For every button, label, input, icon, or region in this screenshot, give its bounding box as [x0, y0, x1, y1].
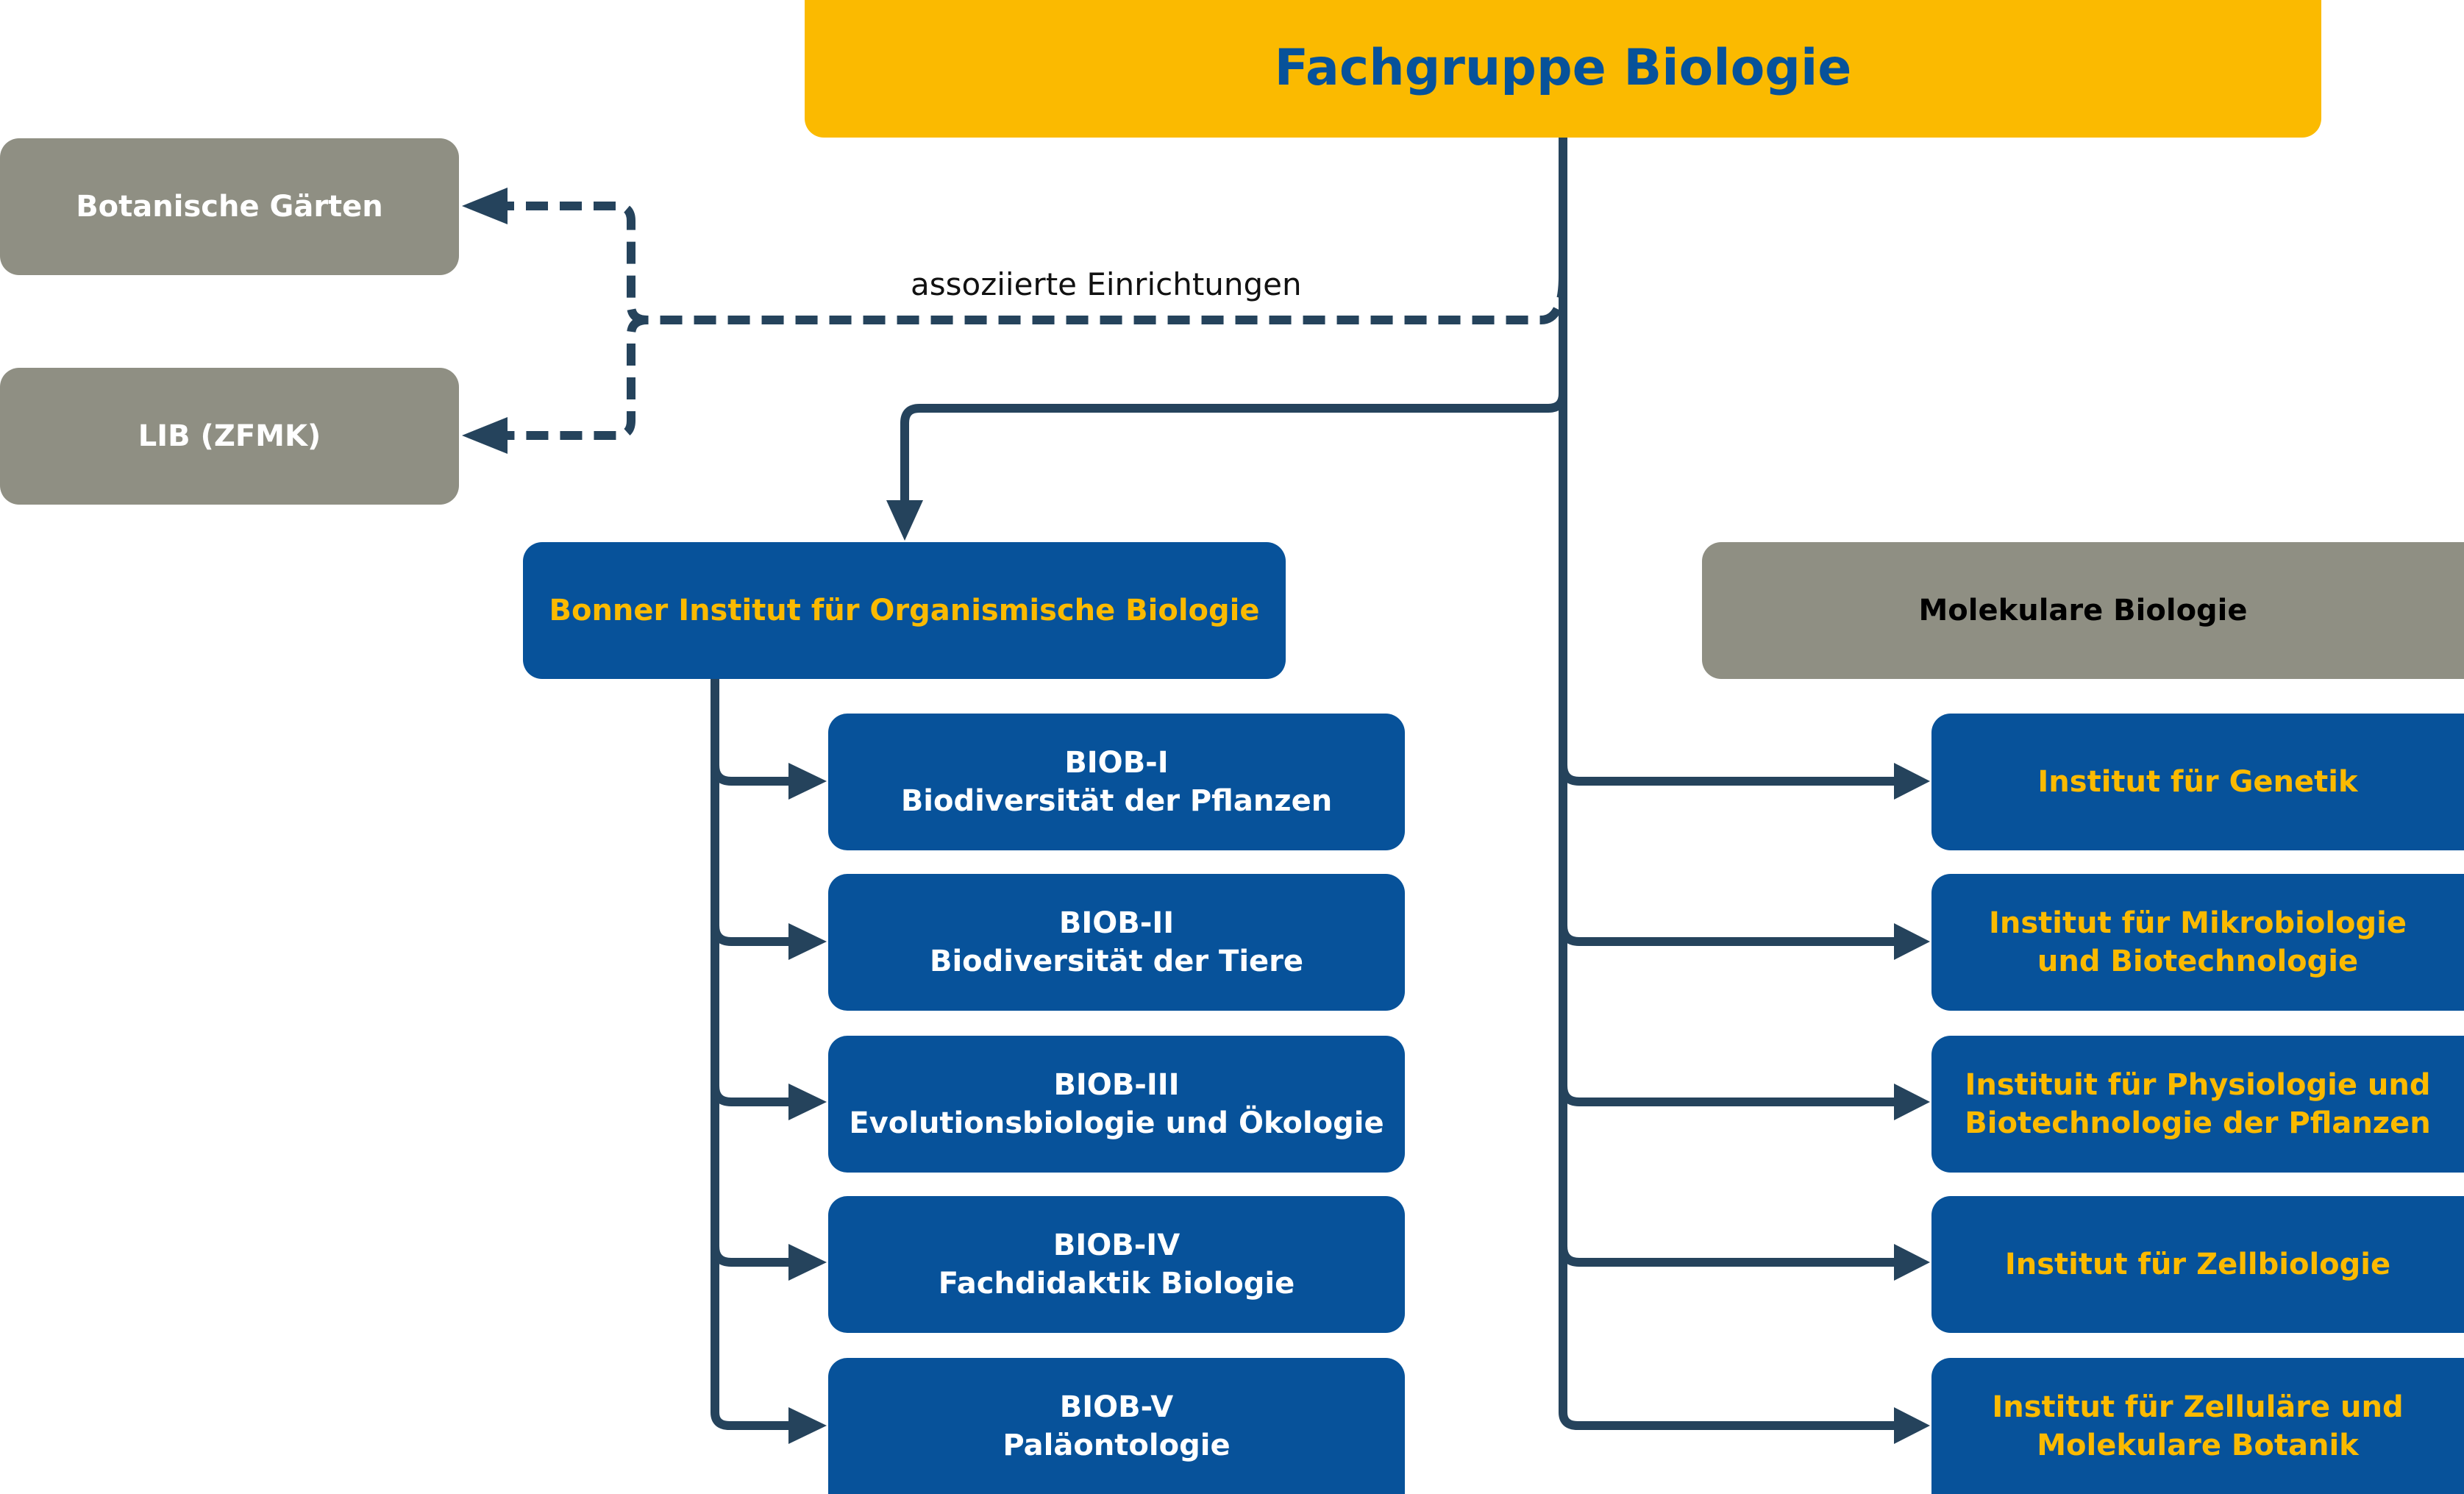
arrow-head-physiologie — [1894, 1084, 1930, 1120]
department-biob-5: BIOB-V Paläontologie — [828, 1358, 1405, 1494]
arrow-head-biob-3 — [788, 1084, 827, 1120]
arrow-head-zellbiologie — [1894, 1244, 1930, 1281]
institute-line2: und Biotechnologie — [2037, 945, 2359, 978]
institute-genetik: Institut für Genetik — [1931, 714, 2464, 850]
branch-physiologie — [1559, 1085, 1894, 1106]
department-biob-2: BIOB-II Biodiversität der Tiere — [828, 874, 1405, 1011]
associated-node-label: LIB (ZFMK) — [138, 419, 321, 453]
bonner-trunk-line — [711, 679, 788, 1430]
branch-biob-1 — [711, 764, 788, 786]
branch-zellbiologie — [1559, 1245, 1894, 1267]
institute-line2: Biotechnologie der Pflanzen — [1965, 1106, 2431, 1140]
associated-node-lib: LIB (ZFMK) — [0, 368, 459, 505]
dashed-associated-lib — [508, 316, 648, 440]
organismic-title: Bonner Institut für Organismische Biolog… — [549, 594, 1260, 627]
institute-line1: Institut für Mikrobiologie — [1989, 906, 2407, 940]
arrow-head-lib — [462, 417, 508, 454]
department-name: Evolutionsbiologie und Ökologie — [849, 1106, 1384, 1140]
branch-bonner — [900, 393, 1567, 500]
arrow-head-biob-4 — [788, 1244, 827, 1281]
department-code: BIOB-IV — [1053, 1228, 1181, 1262]
institute-mikrobiologie: Institut für Mikrobiologie und Biotechno… — [1931, 874, 2464, 1011]
department-biob-3: BIOB-III Evolutionsbiologie und Ökologie — [828, 1036, 1405, 1173]
department-code: BIOB-V — [1059, 1390, 1174, 1424]
molecular-title: Molekulare Biologie — [1918, 594, 2248, 627]
institute-line2: Molekulare Botanik — [2037, 1428, 2359, 1462]
main-trunk-line — [1559, 138, 1894, 1430]
node-molecular-biology: Molekulare Biologie — [1702, 542, 2464, 679]
institute-zellbiologie: Institut für Zellbiologie — [1931, 1196, 2464, 1333]
arrow-head-biob-2 — [788, 923, 827, 960]
node-organismic-institute: Bonner Institut für Organismische Biolog… — [523, 542, 1286, 679]
institute-line1: Instituit für Physiologie und — [1965, 1068, 2431, 1102]
branch-biob-2 — [711, 925, 788, 946]
institute-physiologie: Instituit für Physiologie und Biotechnol… — [1931, 1036, 2464, 1173]
arrow-head-botanische — [462, 188, 508, 224]
arrow-head-mikrobiologie — [1894, 923, 1930, 960]
associated-node-label: Botanische Gärten — [76, 190, 383, 224]
department-biob-1: BIOB-I Biodiversität der Pflanzen — [828, 714, 1405, 850]
root-node-fachgruppe: Fachgruppe Biologie — [805, 0, 2321, 138]
institute-line1: Institut für Zellbiologie — [2004, 1248, 2391, 1281]
department-name: Paläontologie — [1003, 1428, 1231, 1462]
department-biob-4: BIOB-IV Fachdidaktik Biologie — [828, 1196, 1405, 1333]
department-name: Biodiversität der Pflanzen — [900, 784, 1333, 818]
department-name: Fachdidaktik Biologie — [938, 1267, 1295, 1301]
associated-label: assoziierte Einrichtungen — [911, 266, 1302, 302]
institute-molekulare-botanik: Institut für Zelluläre und Molekulare Bo… — [1931, 1358, 2464, 1494]
department-name: Biodiversität der Tiere — [929, 945, 1304, 978]
arrow-head-botanik — [1894, 1407, 1930, 1444]
branch-biob-3 — [711, 1085, 788, 1106]
department-code: BIOB-II — [1058, 906, 1175, 940]
arrow-head-biob-1 — [788, 763, 827, 800]
institute-line1: Institut für Zelluläre und — [1992, 1390, 2404, 1424]
arrow-head-biob-5 — [788, 1407, 827, 1444]
associated-node-botanische-gaerten: Botanische Gärten — [0, 138, 459, 275]
department-code: BIOB-I — [1064, 746, 1169, 780]
branch-mikrobiologie — [1559, 925, 1894, 946]
arrow-head-genetik — [1894, 763, 1930, 800]
department-code: BIOB-III — [1053, 1068, 1180, 1102]
dashed-associated-main — [508, 202, 1567, 324]
branch-biob-4 — [711, 1245, 788, 1267]
root-title: Fachgruppe Biologie — [1274, 39, 1852, 98]
branch-genetik — [1559, 764, 1894, 786]
arrow-head-bonner — [886, 500, 923, 541]
institute-line1: Institut für Genetik — [2037, 765, 2358, 799]
